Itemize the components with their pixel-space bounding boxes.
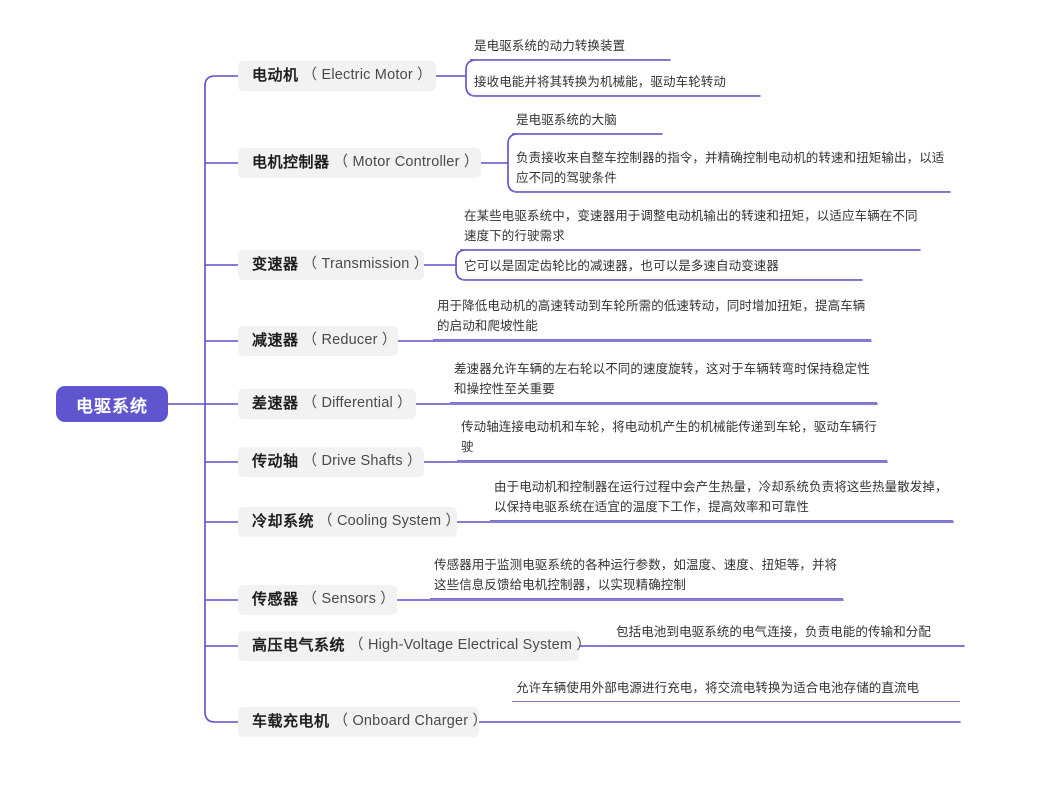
topic-label-zh: 差速器 (252, 395, 299, 412)
topic-node[interactable]: 高压电气系统（ High-Voltage Electrical System ） (238, 631, 591, 661)
topic-label-en: （ Onboard Charger ） (333, 713, 488, 730)
leaf-node[interactable]: 在某些电驱系统中，变速器用于调整电动机输出的转速和扭矩，以适应车辆在不同速度下的… (460, 206, 920, 250)
topic-node[interactable]: 变速器（ Transmission ） (238, 250, 428, 280)
topic-label-zh: 电动机 (252, 67, 299, 84)
topic-label-en: （ Sensors ） (302, 591, 395, 608)
topic-node[interactable]: 车载充电机（ Onboard Charger ） (238, 707, 487, 737)
topic-label-zh: 冷却系统 (252, 513, 315, 530)
topic-node[interactable]: 电机控制器（ Motor Controller ） (238, 148, 481, 178)
topic-node[interactable]: 电动机（ Electric Motor ） (238, 61, 436, 91)
leaf-node[interactable]: 允许车辆使用外部电源进行充电，将交流电转换为适合电池存储的直流电 (512, 678, 960, 702)
topic-label-zh: 传感器 (252, 591, 299, 608)
topic-node[interactable]: 传感器（ Sensors ） (238, 585, 397, 615)
topic-label-zh: 车载充电机 (252, 713, 330, 730)
topic-node[interactable]: 差速器（ Differential ） (238, 389, 416, 419)
topic-label-en: （ Drive Shafts ） (302, 453, 422, 470)
leaf-node[interactable]: 用于降低电动机的高速转动到车轮所需的低速转动，同时增加扭矩，提高车辆的启动和爬坡… (433, 296, 871, 340)
leaf-node[interactable]: 传动轴连接电动机和车轮，将电动机产生的机械能传递到车轮，驱动车辆行驶 (457, 417, 887, 461)
topic-label-zh: 变速器 (252, 256, 299, 273)
root-node[interactable]: 电驱系统 (56, 386, 168, 422)
topic-label-en: （ Electric Motor ） (302, 67, 432, 84)
leaf-node[interactable]: 负责接收来自整车控制器的指令，并精确控制电动机的转速和扭矩输出，以适应不同的驾驶… (512, 148, 950, 192)
topic-label-en: （ High-Voltage Electrical System ） (349, 637, 592, 654)
topic-label-en: （ Cooling System ） (318, 513, 461, 530)
leaf-node[interactable]: 是电驱系统的动力转换装置 (470, 36, 670, 60)
leaf-node[interactable]: 传感器用于监测电驱系统的各种运行参数，如温度、速度、扭矩等，并将这些信息反馈给电… (430, 555, 843, 599)
leaf-node[interactable]: 接收电能并将其转换为机械能，驱动车轮转动 (470, 72, 760, 96)
root-node-label: 电驱系统 (76, 396, 148, 416)
topic-label-zh: 减速器 (252, 332, 299, 349)
leaf-node[interactable]: 差速器允许车辆的左右轮以不同的速度旋转，这对于车辆转弯时保持稳定性和操控性至关重… (450, 359, 877, 403)
topic-label-en: （ Motor Controller ） (333, 154, 479, 171)
topic-label-en: （ Reducer ） (302, 332, 397, 349)
topic-node[interactable]: 传动轴（ Drive Shafts ） (238, 447, 424, 477)
topic-label-en: （ Differential ） (302, 395, 412, 412)
leaf-node[interactable]: 是电驱系统的大脑 (512, 110, 662, 134)
topic-label-zh: 高压电气系统 (252, 637, 346, 654)
leaf-node[interactable]: 包括电池到电驱系统的电气连接，负责电能的传输和分配 (612, 622, 964, 646)
topic-label-zh: 电机控制器 (252, 154, 330, 171)
topic-label-en: （ Transmission ） (302, 256, 429, 273)
topic-node[interactable]: 减速器（ Reducer ） (238, 326, 398, 356)
leaf-node[interactable]: 它可以是固定齿轮比的减速器，也可以是多速自动变速器 (460, 256, 862, 280)
topic-node[interactable]: 冷却系统（ Cooling System ） (238, 507, 461, 537)
leaf-node[interactable]: 由于电动机和控制器在运行过程中会产生热量，冷却系统负责将这些热量散发掉，以保持电… (490, 477, 953, 521)
topic-label-zh: 传动轴 (252, 453, 299, 470)
